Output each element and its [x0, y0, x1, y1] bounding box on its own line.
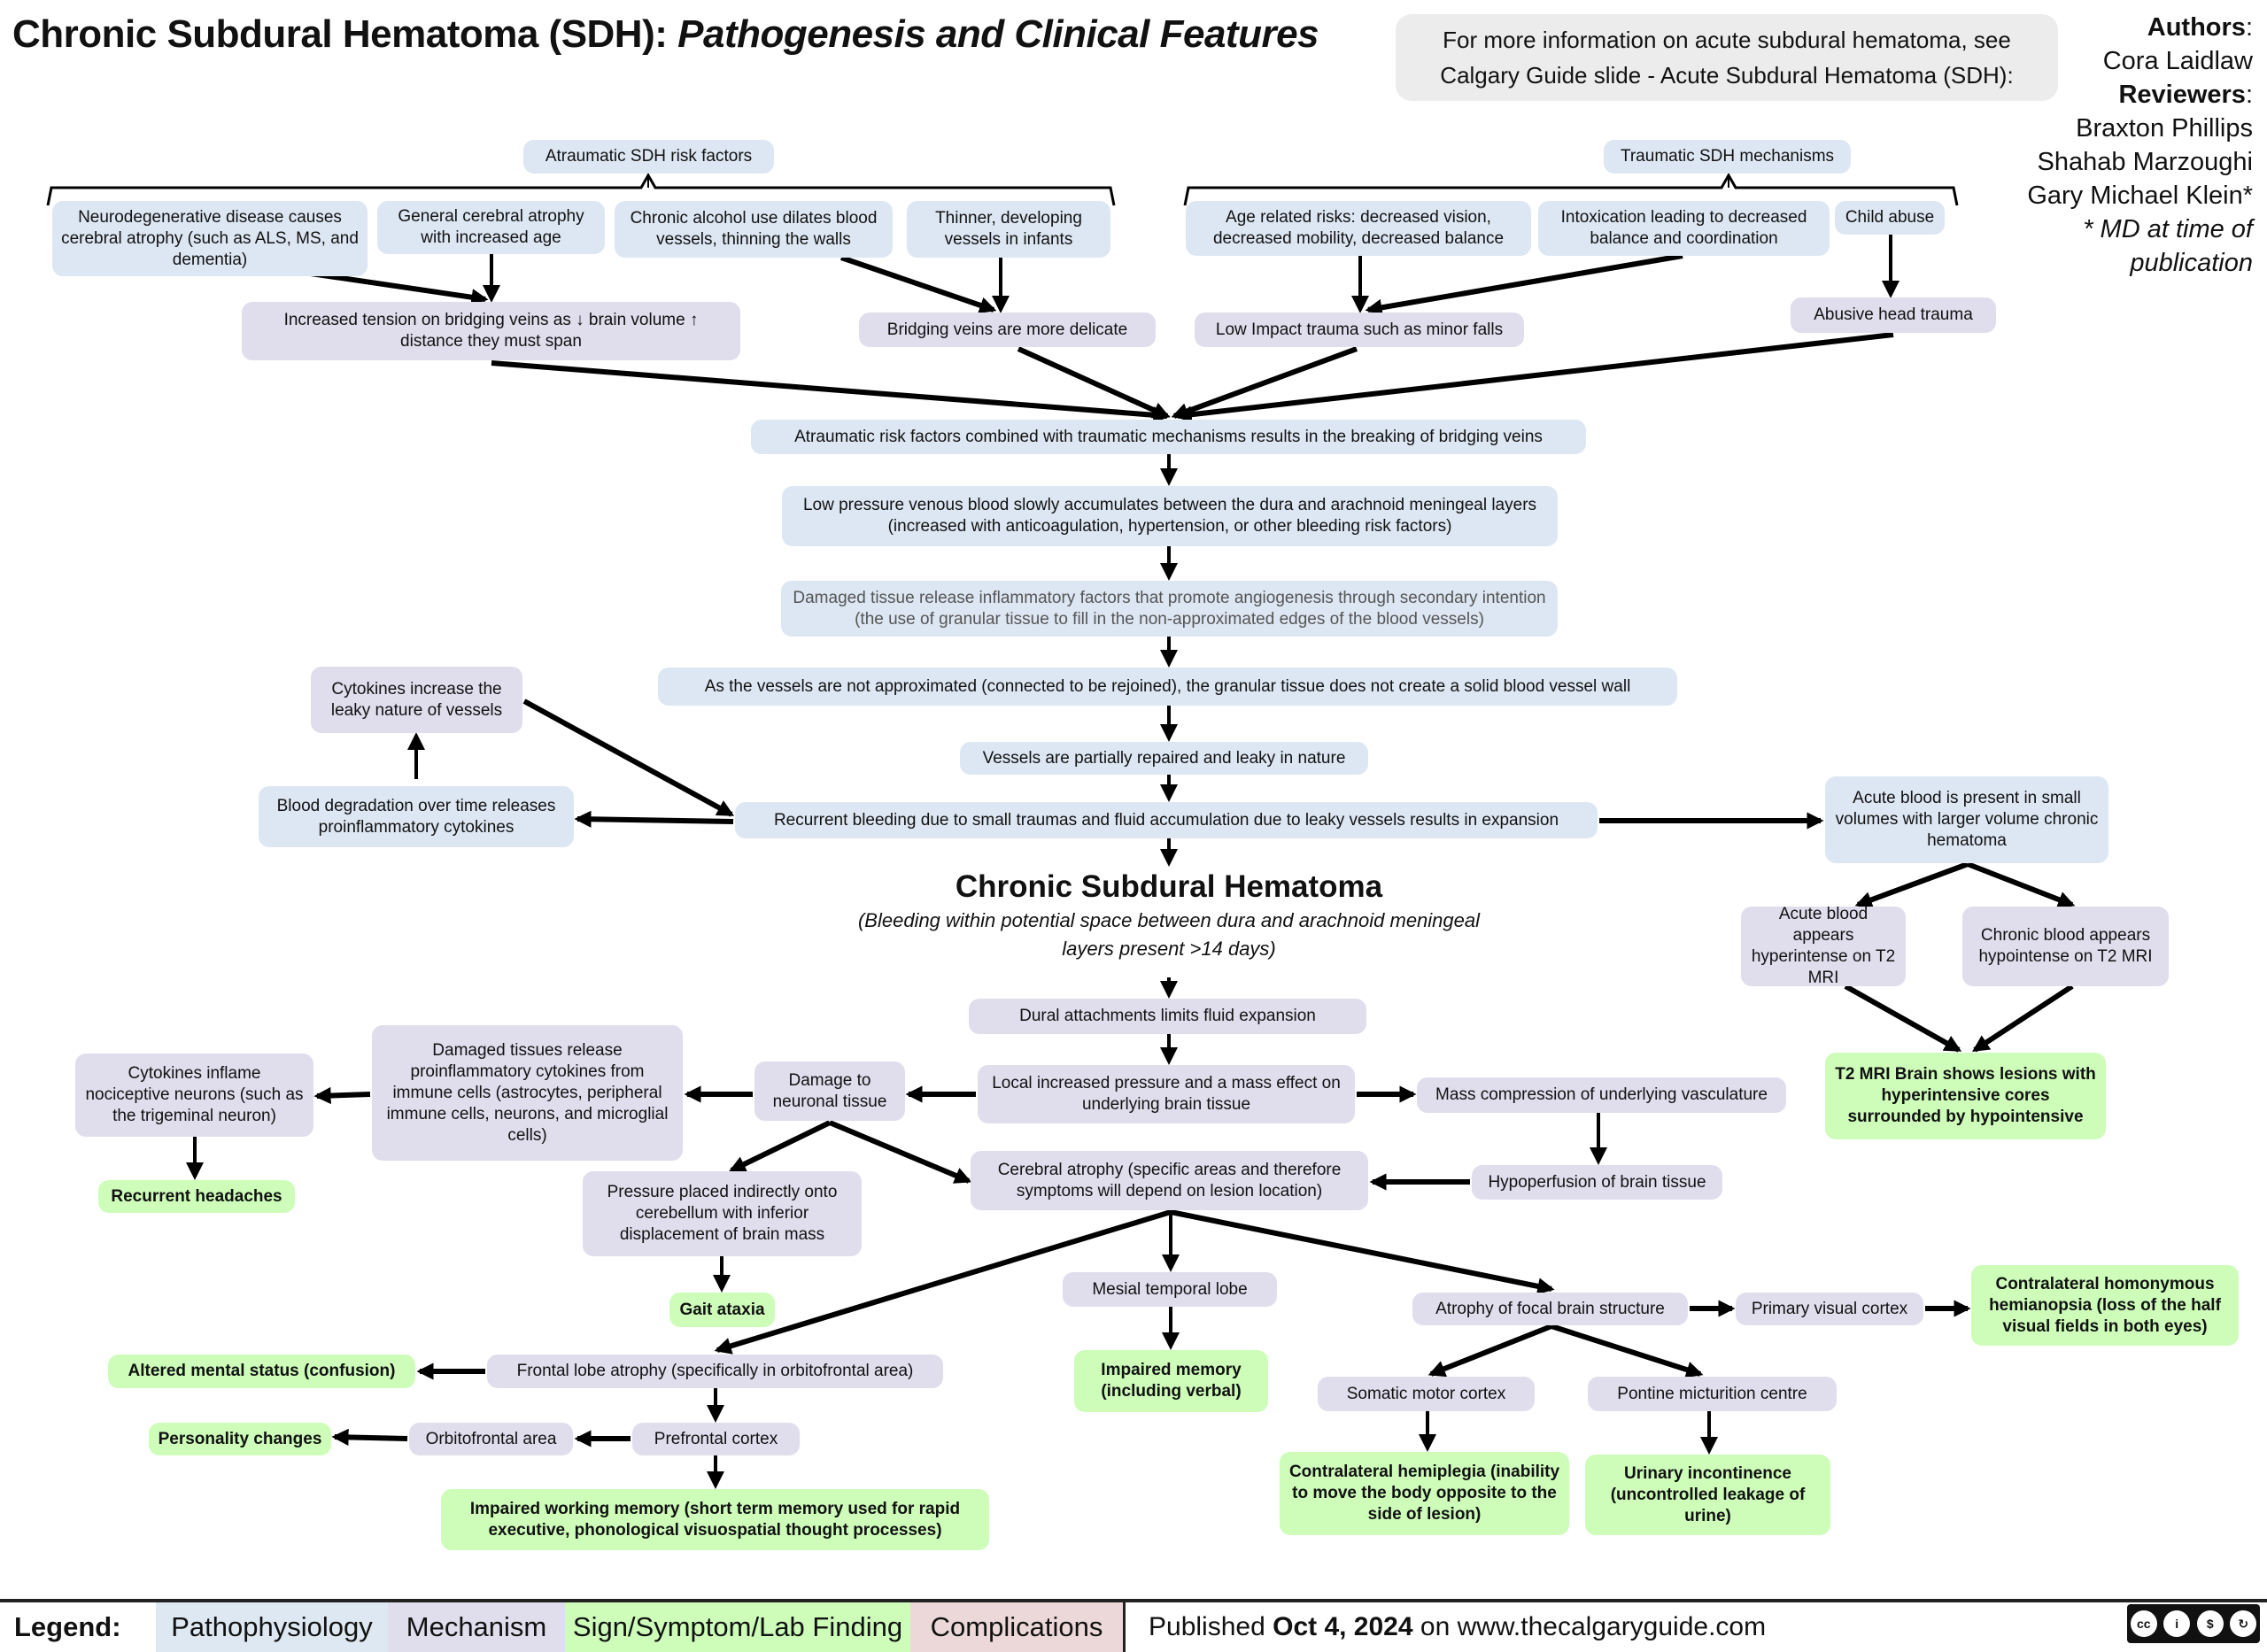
- authors-label: Authors: [2147, 13, 2246, 42]
- local-pressure-node: Local increased pressure and a mass effe…: [978, 1065, 1355, 1123]
- arrow: [728, 1120, 832, 1173]
- low-pressure-blood-node: Low pressure venous blood slowly accumul…: [782, 486, 1558, 546]
- impaired-working-memory-node: Impaired working memory (short term memo…: [441, 1489, 989, 1550]
- hemiplegia-node: Contralateral hemiplegia (inability to m…: [1280, 1452, 1569, 1535]
- md-note: * MD at time of: [2083, 215, 2253, 243]
- sa-icon: ↻: [2230, 1610, 2257, 1637]
- mass-compression-node: Mass compression of underlying vasculatu…: [1417, 1077, 1786, 1113]
- arrow: [331, 1428, 408, 1446]
- legend-item-sign-symptom: Sign/Symptom/Lab Finding: [565, 1602, 910, 1652]
- cytokines-inflame-node: Cytokines inflame nociceptive neurons (s…: [75, 1054, 313, 1137]
- page-title: Chronic Subdural Hematoma (SDH): Pathoge…: [12, 12, 1319, 57]
- published-info: Published Oct 4, 2024 on www.thecalgaryg…: [1126, 1602, 2267, 1652]
- legend-bar: Legend: Pathophysiology Mechanism Sign/S…: [0, 1599, 2267, 1652]
- damaged-tissues-cytokines-node: Damaged tissues release proinflammatory …: [372, 1025, 683, 1161]
- title-italic: Pathogenesis and Clinical Features: [677, 12, 1319, 56]
- arrow: [313, 1086, 371, 1105]
- somatic-motor-node: Somatic motor cortex: [1318, 1377, 1535, 1411]
- arrow: [1171, 346, 1358, 420]
- md-note: publication: [2130, 249, 2253, 277]
- csh-heading: Chronic Subdural Hematoma: [955, 869, 1383, 904]
- bridging-veins-delicate-node: Bridging veins are more delicate: [859, 313, 1156, 347]
- cc-license-badge: cc i $ ↻: [2127, 1604, 2260, 1643]
- atrophy-focal-node: Atrophy of focal brain structure: [1412, 1293, 1688, 1325]
- mesial-temporal-node: Mesial temporal lobe: [1063, 1272, 1277, 1307]
- published-date: Oct 4, 2024: [1273, 1612, 1413, 1641]
- nc-icon: $: [2196, 1610, 2224, 1637]
- gait-ataxia-node: Gait ataxia: [669, 1293, 775, 1327]
- arrow: [840, 255, 997, 314]
- acute-hyperintense-node: Acute blood appears hyperintense on T2 M…: [1741, 905, 1906, 987]
- atraumatic-risk-factors-header: Atraumatic SDH risk factors: [523, 140, 774, 174]
- hemianopsia-node: Contralateral homonymous hemianopsia (lo…: [1971, 1265, 2239, 1346]
- reviewer-name: Gary Michael Klein*: [2027, 181, 2253, 210]
- impaired-memory-node: Impaired memory (including verbal): [1074, 1350, 1268, 1412]
- reviewers-label: Reviewers: [2118, 81, 2246, 109]
- author-name: Cora Laidlaw: [2102, 47, 2253, 75]
- info-line-2: Calgary Guide slide - Acute Subdural Hem…: [1440, 62, 2014, 89]
- arrow: [1017, 346, 1171, 419]
- primary-visual-node: Primary visual cortex: [1736, 1293, 1923, 1325]
- arrow: [1428, 1324, 1553, 1378]
- prefrontal-node: Prefrontal cortex: [632, 1423, 800, 1455]
- authors-block: Authors: Cora Laidlaw Reviewers: Braxton…: [2027, 13, 2253, 277]
- damaged-tissue-inflammatory-node: Damaged tissue release inflammatory fact…: [781, 581, 1558, 637]
- blood-degradation-node: Blood degradation over time releases pro…: [259, 786, 574, 847]
- pontine-node: Pontine micturition centre: [1588, 1377, 1837, 1411]
- acute-blood-present-node: Acute blood is present in small volumes …: [1825, 776, 2108, 863]
- arrow: [1971, 984, 2074, 1053]
- altered-mental-node: Altered mental status (confusion): [108, 1355, 415, 1388]
- low-impact-trauma-node: Low Impact trauma such as minor falls: [1195, 313, 1524, 347]
- arrow: [1551, 1324, 1704, 1378]
- reviewer-name: Shahab Marzoughi: [2037, 148, 2253, 176]
- traumatic-mechanisms-header: Traumatic SDH mechanisms: [1604, 140, 1851, 174]
- urinary-incontinence-node: Urinary incontinence (uncontrolled leaka…: [1585, 1455, 1830, 1535]
- arrow: [574, 810, 734, 828]
- combined-bridging-veins-node: Atraumatic risk factors combined with tr…: [751, 420, 1586, 454]
- orbitofrontal-node: Orbitofrontal area: [409, 1423, 573, 1455]
- pressure-cerebellum-node: Pressure placed indirectly onto cerebell…: [583, 1171, 862, 1256]
- legend-item-mechanism: Mechanism: [388, 1602, 565, 1652]
- info-line-1: For more information on acute subdural h…: [1443, 27, 2011, 53]
- general-atrophy-node: General cerebral atrophy with increased …: [377, 201, 605, 254]
- hypoperfusion-node: Hypoperfusion of brain tissue: [1472, 1165, 1722, 1200]
- cytokines-leaky-node: Cytokines increase the leaky nature of v…: [311, 667, 522, 733]
- legend-label: Legend:: [14, 1611, 121, 1642]
- t2-mri-finding-node: T2 MRI Brain shows lesions with hyperint…: [1825, 1053, 2106, 1139]
- age-related-risks-node: Age related risks: decreased vision, dec…: [1186, 201, 1531, 256]
- dural-attachments-node: Dural attachments limits fluid expansion: [969, 999, 1366, 1034]
- child-abuse-node: Child abuse: [1835, 201, 1945, 235]
- cerebral-atrophy-node: Cerebral atrophy (specific areas and the…: [971, 1151, 1368, 1210]
- csh-subtitle: (Bleeding within potential space between…: [857, 909, 1481, 960]
- info-note-box: For more information on acute subdural h…: [1396, 14, 2058, 101]
- vessels-partially-repaired-node: Vessels are partially repaired and leaky…: [960, 742, 1368, 775]
- arrow: [1365, 253, 1683, 316]
- thinner-vessels-node: Thinner, developing vessels in infants: [907, 201, 1110, 258]
- legend-item-pathophysiology: Pathophysiology: [156, 1602, 388, 1652]
- abusive-head-trauma-node: Abusive head trauma: [1791, 297, 1996, 333]
- cc-icon: cc: [2130, 1610, 2157, 1637]
- damage-neuronal-node: Damage to neuronal tissue: [754, 1061, 905, 1121]
- published-prefix: Published: [1149, 1612, 1265, 1641]
- arrow: [1854, 861, 1969, 908]
- title-main: Chronic Subdural Hematoma (SDH):: [12, 12, 668, 56]
- arrow: [1844, 984, 1962, 1053]
- chronic-alcohol-node: Chronic alcohol use dilates blood vessel…: [615, 201, 893, 258]
- by-icon: i: [2163, 1610, 2191, 1637]
- chronic-hypointense-node: Chronic blood appears hypointense on T2 …: [1962, 907, 2169, 986]
- vessels-not-approximated-node: As the vessels are not approximated (con…: [658, 668, 1677, 706]
- personality-node: Personality changes: [149, 1423, 331, 1455]
- legend-item-complications: Complications: [910, 1602, 1126, 1652]
- arrow: [491, 360, 1171, 424]
- frontal-lobe-node: Frontal lobe atrophy (specifically in or…: [487, 1355, 943, 1388]
- recurrent-headaches-node: Recurrent headaches: [98, 1180, 295, 1213]
- intoxication-node: Intoxication leading to decreased balanc…: [1538, 201, 1830, 256]
- recurrent-bleeding-node: Recurrent bleeding due to small traumas …: [735, 802, 1598, 838]
- reviewer-name: Braxton Phillips: [2076, 114, 2253, 143]
- neurodegenerative-node: Neurodegenerative disease causes cerebra…: [52, 201, 368, 276]
- arrow: [1966, 861, 2076, 908]
- increased-tension-node: Increased tension on bridging veins as ↓…: [242, 302, 740, 360]
- published-suffix: on www.thecalgaryguide.com: [1420, 1612, 1767, 1641]
